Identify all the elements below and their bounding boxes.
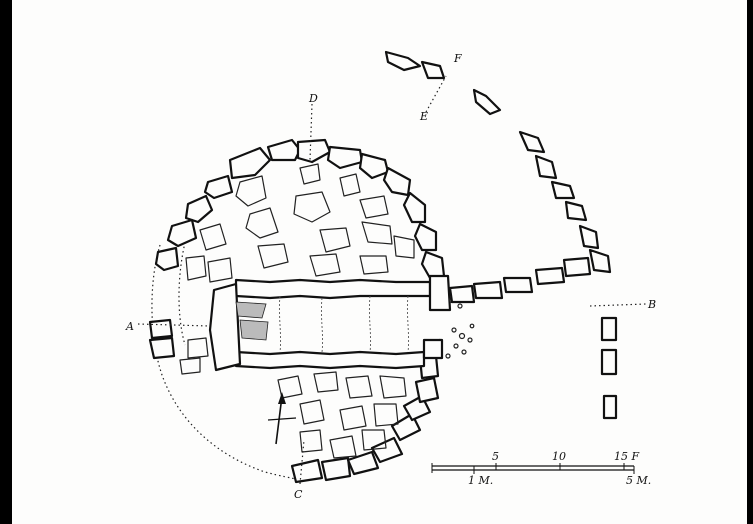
kerb-stones	[148, 138, 446, 484]
label-f: F	[453, 52, 462, 65]
interior-rubble	[179, 163, 415, 459]
scale-tick-10ft: 10	[552, 450, 566, 463]
label-c: C	[294, 488, 303, 501]
section-line-c	[299, 439, 305, 485]
right-black-border	[747, 0, 753, 524]
inner-ring-dotted	[178, 224, 191, 346]
scale-tick-15ft: 15 F	[614, 450, 639, 463]
label-a: A	[125, 320, 134, 333]
section-line-d	[309, 103, 313, 161]
label-b: B	[647, 298, 656, 311]
north-arrow	[267, 392, 297, 445]
label-e: E	[419, 110, 428, 123]
scale-bar: 5 10 15 F 1 M. 5 M.	[431, 450, 651, 487]
section-line-a	[137, 323, 211, 327]
central-passage	[208, 274, 452, 372]
hatched-area-1	[235, 301, 267, 319]
hatched-area-2	[239, 319, 269, 341]
scale-tick-5m: 5 M.	[626, 474, 651, 487]
outer-stone-row	[384, 50, 618, 420]
scale-tick-5ft: 5	[492, 450, 499, 463]
section-lines	[137, 75, 647, 485]
section-line-b	[589, 303, 647, 307]
label-d: D	[308, 92, 318, 105]
left-black-border	[0, 0, 12, 524]
scale-tick-1m: 1 M.	[468, 474, 493, 487]
paper-background	[12, 0, 747, 524]
section-line-e-f	[425, 75, 447, 113]
circle-outline-dotted	[151, 244, 301, 481]
